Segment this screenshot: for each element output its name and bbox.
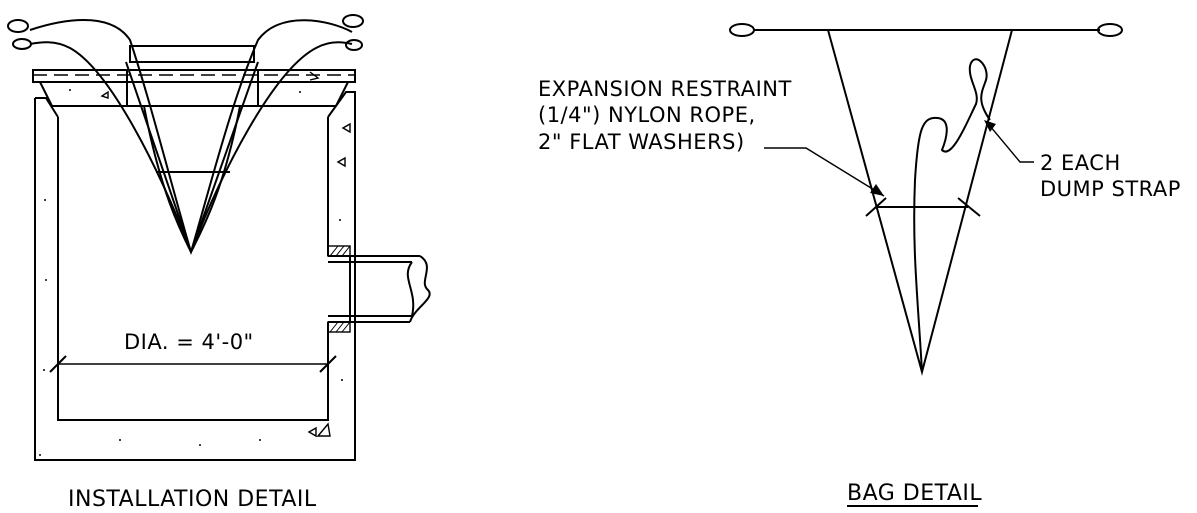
installation-detail-title: INSTALLATION DETAIL [68,487,317,512]
frame-slab [32,69,356,83]
dump-strap [913,58,991,373]
callout-left-line-2: (1/4") NYLON ROPE, [538,103,756,127]
callout-expansion-restraint: EXPANSION RESTRAINT (1/4") NYLON ROPE, 2… [538,77,799,154]
restraint-washer-right [957,197,981,217]
filter-bag [7,14,364,256]
callout-right-line-1: 2 EACH [1040,151,1121,175]
rope-right-loop [1097,23,1123,37]
installation-detail: DIA. = 4'-0" INSTALLATION DETAIL [7,14,431,512]
callout-dump-strap: 2 EACH DUMP STRAP [1040,151,1181,201]
bag-detail-title: BAG DETAIL [847,481,982,506]
rope-left-loop [729,23,755,37]
outer-wall [34,91,356,461]
diameter-label: DIA. = 4'-0" [124,330,254,354]
callout-right-line-2: DUMP STRAP [1040,177,1181,201]
outlet-pipe [327,245,431,333]
callout-left-leader [764,147,885,197]
top-grate-plate [129,45,255,63]
bag-detail: EXPANSION RESTRAINT (1/4") NYLON ROPE, 2… [538,23,1181,507]
callout-left-arrow [870,184,884,196]
inner-wall [57,117,329,421]
callout-left-line-1: EXPANSION RESTRAINT [538,77,792,101]
outer-wall-left-top [35,97,59,118]
callout-left-line-3: 2" FLAT WASHERS) [538,130,745,154]
restraint-washer-left [865,197,887,217]
diameter-dimension [49,355,337,373]
callout-right-arrow [984,120,996,132]
concrete-markers [39,71,351,456]
bag-cone [827,29,1013,376]
callout-right-leader [989,125,1034,163]
grate-seat [39,81,349,107]
